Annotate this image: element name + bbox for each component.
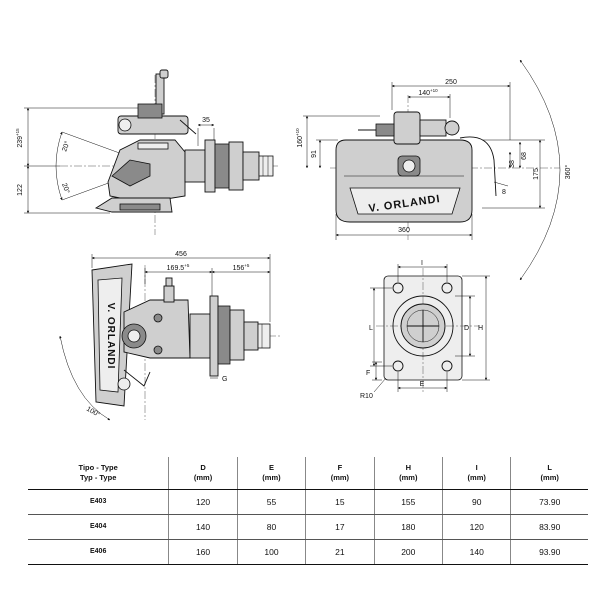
col-header-l: L(mm) <box>510 457 588 490</box>
flange-view: I L D H F E R10 <box>360 260 490 400</box>
dim-250: 250 <box>445 79 457 86</box>
col-header-f: F(mm) <box>305 457 375 490</box>
top-view: 456 169.5+5 156+5 V. ORLANDI <box>59 251 280 421</box>
cell-h: 155 <box>374 489 444 515</box>
cell-h: 200 <box>374 539 444 565</box>
svg-text:156+5: 156+5 <box>233 263 250 272</box>
cell-h: 180 <box>374 514 444 540</box>
cell-i: 120 <box>442 514 512 540</box>
cell-f: 21 <box>305 539 375 565</box>
dim-175: 175 <box>533 168 540 180</box>
dim-360: 360 <box>398 227 410 234</box>
dim-35: 35 <box>202 117 210 124</box>
cell-e: 80 <box>237 514 307 540</box>
dim-169: 169.5 <box>167 265 185 272</box>
col-header-d: D(mm) <box>168 457 238 490</box>
cell-l: 93.90 <box>510 539 588 565</box>
col-header-i: I(mm) <box>442 457 512 490</box>
cell-i: 90 <box>442 489 512 515</box>
dim-91: 91 <box>311 150 318 158</box>
dim-68: 68 <box>521 152 528 160</box>
flange-label-l: L <box>369 325 373 332</box>
cell-f: 15 <box>305 489 375 515</box>
side-view: 239+15 122 20° 20° 35 <box>15 69 280 235</box>
flange-label-e: E <box>420 381 425 388</box>
cell-d: 140 <box>168 514 238 540</box>
dim-239-tol: +15 <box>15 128 20 136</box>
dim-160-tol: +10 <box>295 128 300 136</box>
dim-156-tol: +5 <box>244 263 250 268</box>
angle-up-label: 20° <box>60 140 71 153</box>
technical-drawing: 239+15 122 20° 20° 35 <box>15 59 572 421</box>
dim-8: 8 <box>502 189 506 196</box>
angle-down-label: 20° <box>60 182 71 195</box>
rotation-angle-label: 360° <box>564 165 572 180</box>
svg-text:140+10: 140+10 <box>418 88 438 97</box>
spec-table: Tipo - Type Typ - Type D(mm) E(mm) F(mm)… <box>28 457 588 565</box>
flange-label-h: H <box>478 325 483 332</box>
dim-169-tol: +5 <box>184 263 190 268</box>
svg-text:239+15: 239+15 <box>15 128 24 148</box>
cell-i: 140 <box>442 539 512 565</box>
dim-160: 160 <box>297 136 304 148</box>
svg-text:160+10: 160+10 <box>295 128 304 148</box>
table-row: E404 140 80 17 180 120 83.90 <box>28 514 588 540</box>
cell-d: 120 <box>168 489 238 515</box>
label-g: G <box>222 376 227 383</box>
table-row: E406 160 100 21 200 140 93.90 <box>28 539 588 565</box>
flange-label-f: F <box>366 370 370 377</box>
flange-label-i: I <box>421 260 423 267</box>
type-header: Tipo - Type Typ - Type <box>28 457 170 490</box>
front-view: 250 140+10 160+10 91 V. ORLANDI <box>295 59 572 281</box>
row-type: E404 <box>28 514 170 540</box>
dim-140: 140 <box>418 90 430 97</box>
cell-e: 100 <box>237 539 307 565</box>
dim-156: 156 <box>233 265 245 272</box>
table-row: E403 120 55 15 155 90 73.90 <box>28 489 588 515</box>
cell-e: 55 <box>237 489 307 515</box>
flange-label-d: D <box>464 325 469 332</box>
table-header-row: Tipo - Type Typ - Type D(mm) E(mm) F(mm)… <box>28 457 588 490</box>
brand-top: V. ORLANDI <box>105 303 116 370</box>
dim-456: 456 <box>175 251 187 258</box>
row-type: E403 <box>28 489 170 515</box>
row-type: E406 <box>28 539 170 565</box>
dim-122: 122 <box>17 184 24 196</box>
svg-text:169.5+5: 169.5+5 <box>167 263 190 272</box>
dim-140-tol: +10 <box>430 88 438 93</box>
col-header-h: H(mm) <box>374 457 444 490</box>
flange-label-r10: R10 <box>360 393 373 400</box>
cell-l: 83.90 <box>510 514 588 540</box>
cell-l: 73.90 <box>510 489 588 515</box>
cell-f: 17 <box>305 514 375 540</box>
cell-d: 160 <box>168 539 238 565</box>
dim-38: 38 <box>509 160 516 168</box>
dim-239: 239 <box>17 136 24 148</box>
col-header-e: E(mm) <box>237 457 307 490</box>
